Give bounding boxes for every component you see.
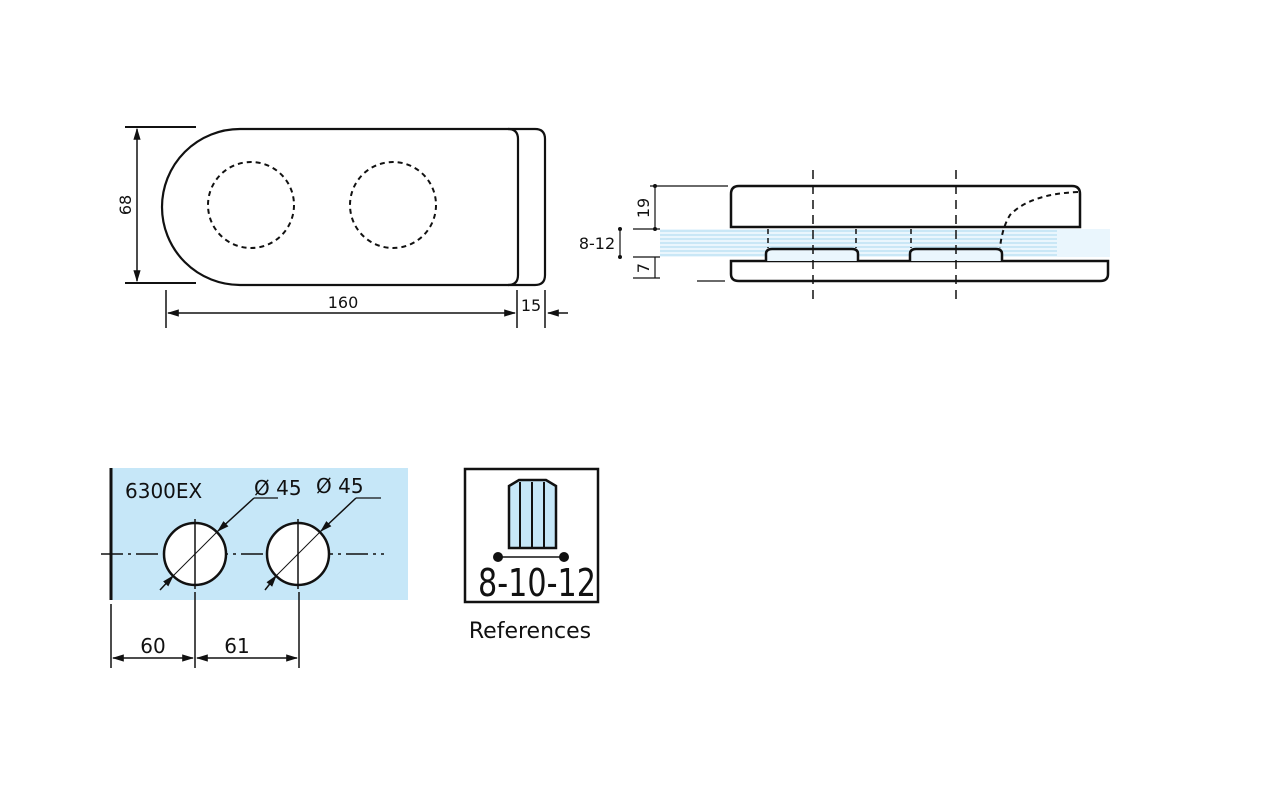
offset-2-dimension: 61 xyxy=(224,634,249,658)
glass-panel xyxy=(660,229,1110,257)
glass-panel-blue xyxy=(111,468,408,600)
thickness-dimension: 15 xyxy=(521,296,541,315)
side-view: 19 8-12 7 xyxy=(579,170,1110,305)
hole-1-diameter: Ø 45 xyxy=(254,476,302,500)
cover-plate-outline xyxy=(508,127,547,287)
hidden-hole-2 xyxy=(349,161,437,249)
bottom-plate xyxy=(729,259,1110,283)
hidden-hole-1 xyxy=(207,161,295,249)
glass-range: 8-10-12 xyxy=(478,561,596,605)
model-number: 6300EX xyxy=(125,479,203,503)
reference-box: 8-10-12 References xyxy=(463,467,600,644)
hole-2-diameter: Ø 45 xyxy=(316,474,364,498)
hole-view: 6300EX Ø 45 Ø 45 60 61 xyxy=(101,468,408,668)
height-dimension: 68 xyxy=(116,195,135,215)
top-plate xyxy=(729,184,1082,229)
bottom-plate-dimension: 7 xyxy=(634,263,653,273)
gasket-1 xyxy=(764,247,860,261)
glass-thickness-dimension: 8-12 xyxy=(579,234,615,253)
top-plate-dimension: 19 xyxy=(634,198,653,218)
length-dimension: 160 xyxy=(328,293,359,312)
clamp-body-outline xyxy=(160,127,520,287)
references-label: References xyxy=(469,619,591,644)
offset-1-dimension: 60 xyxy=(140,634,165,658)
top-view: 68 160 15 xyxy=(116,126,568,328)
